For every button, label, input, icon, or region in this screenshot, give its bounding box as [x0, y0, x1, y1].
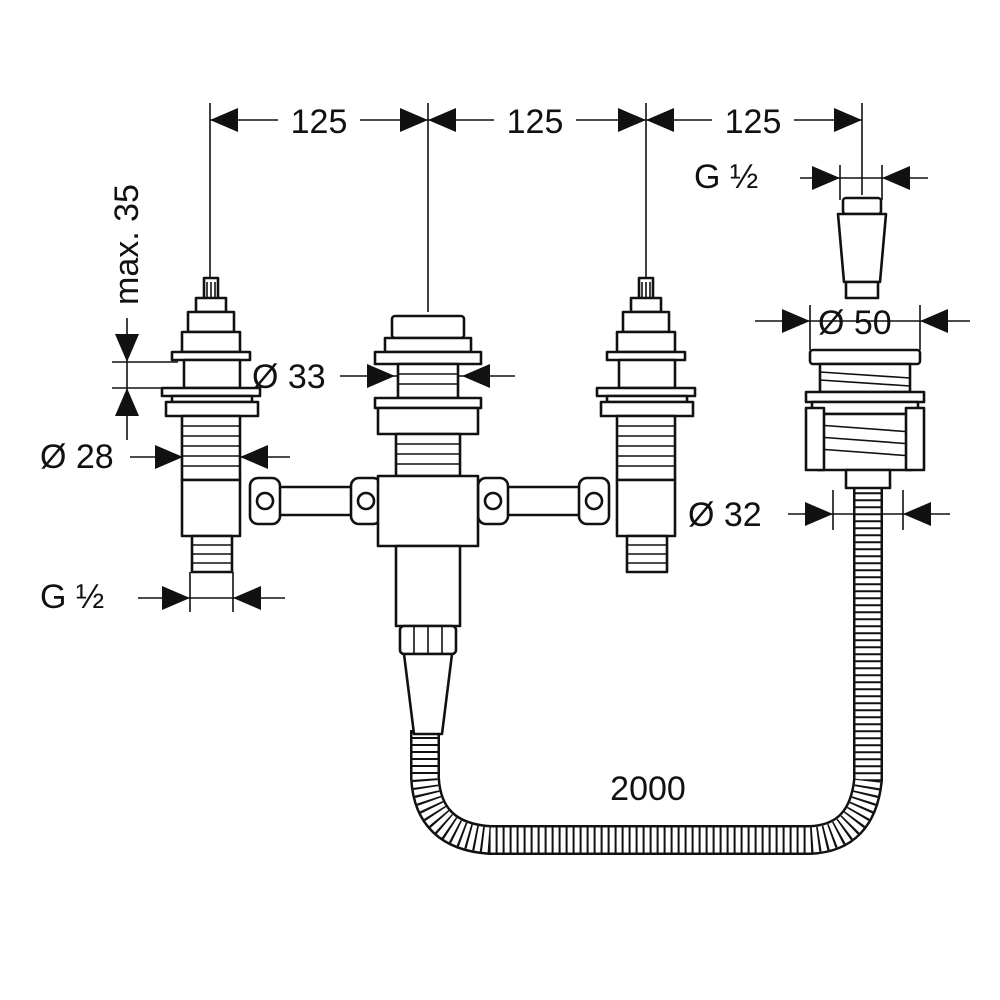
dim-dia-33: Ø 33 — [252, 358, 515, 396]
dim-spacing-left: 125 — [291, 103, 348, 141]
dim-dia-32: Ø 32 — [688, 490, 950, 534]
dim-dia-50: Ø 50 — [755, 304, 970, 350]
dimension-chain-125: 125 125 125 — [209, 98, 863, 312]
dim-dia-28: Ø 28 — [40, 438, 290, 476]
dim-spacing-middle: 125 — [507, 103, 564, 141]
dia-32-label: Ø 32 — [688, 496, 762, 534]
flexible-hose: 2000 — [410, 480, 883, 855]
dia-28-label: Ø 28 — [40, 438, 114, 476]
thread-label-top-right: G ½ — [694, 158, 758, 196]
right-valve — [595, 276, 697, 574]
center-diverter — [373, 314, 483, 736]
dim-thread-top-right: G ½ — [694, 158, 928, 200]
dim-max-depth: max. 35 — [108, 184, 178, 440]
hose-length-label: 2000 — [610, 770, 686, 808]
dia-50-label: Ø 50 — [818, 304, 892, 342]
left-valve — [160, 276, 262, 574]
dia-33-label: Ø 33 — [252, 358, 326, 396]
dim-spacing-right: 125 — [725, 103, 782, 141]
dim-thread-bottom-left: G ½ — [40, 572, 285, 616]
shower-outlet — [804, 196, 926, 490]
max-depth-label: max. 35 — [108, 184, 146, 305]
thread-label-bottom-left: G ½ — [40, 578, 104, 616]
connecting-pipes — [248, 476, 611, 526]
